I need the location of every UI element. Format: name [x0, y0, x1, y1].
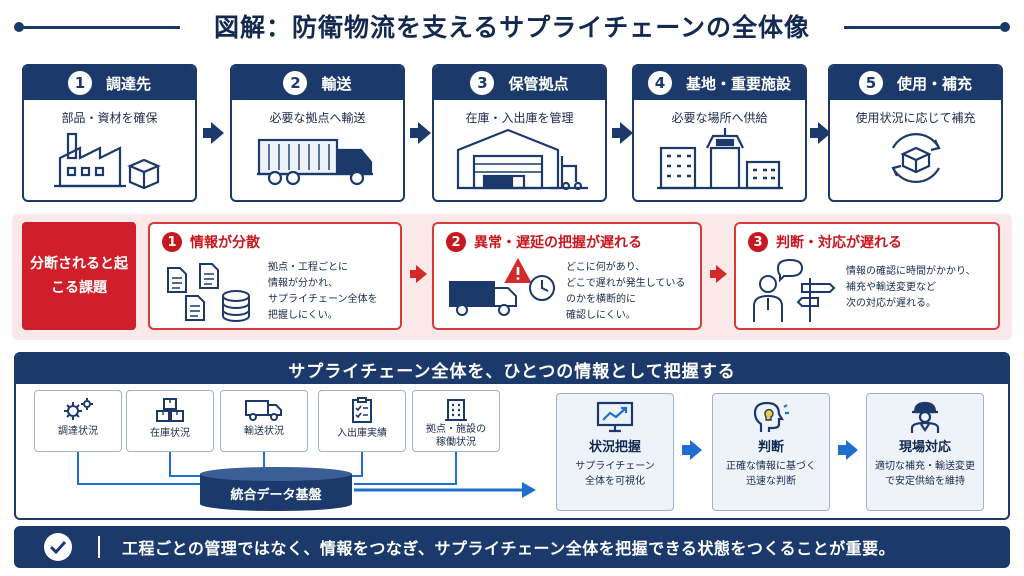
title-right-rule: [844, 26, 1004, 29]
footer-divider: [98, 536, 100, 558]
truck-icon: [232, 132, 403, 190]
flow-arrow-4: [810, 122, 831, 144]
gears-icon: [35, 397, 121, 421]
integrated-data-platform: 統合データ基盤: [198, 466, 354, 512]
step-header: 4 基地・重要施設: [634, 66, 805, 100]
source-inout-records: 入出庫実績: [318, 390, 406, 452]
outcome-text: 正確な情報に基づく 迅速な判断: [726, 461, 816, 487]
outcome-title: 判断: [757, 440, 784, 455]
issue-title: 判断・対応が遅れる: [776, 235, 902, 251]
building-icon: [413, 397, 499, 421]
issue-number: 3: [748, 232, 768, 252]
step-label: 基地・重要施設: [685, 74, 791, 93]
outcome-decision: 判断 正確な情報に基づく 迅速な判断: [712, 393, 830, 511]
issue-header: 3 判断・対応が遅れる: [748, 232, 902, 252]
factory-icon: [24, 128, 195, 190]
issue-card-delay-detection: 2 異常・遅延の把握が遅れる どこに何があり、 どこで遅れが発生している のかを…: [432, 222, 702, 330]
step-number: 4: [647, 71, 672, 95]
outcome-title: 現場対応: [898, 440, 951, 455]
step-number: 3: [470, 71, 495, 95]
step-description: 使用状況に応じて補充: [855, 111, 976, 125]
issue-description: 情報の確認に時間がかかり、 補充や輸送変更など 次の対応が遅れる。: [846, 266, 976, 309]
issue-number: 1: [162, 232, 182, 252]
source-procurement-status: 調達状況: [34, 390, 122, 452]
monitor-chart-icon: [557, 400, 673, 434]
step-label: 輸送: [321, 74, 352, 93]
issue-card-decision-delay: 3 判断・対応が遅れる 情報の確認に時間がかかり、 補充や輸送変更など 次の対応…: [734, 222, 1000, 330]
outcome-text: 適切な補充・輸送変更 で安定供給を維持: [875, 461, 975, 487]
outcome-field-response: 現場対応 適切な補充・輸送変更 で安定供給を維持: [866, 393, 984, 511]
step-card-procurement: 1 調達先 部品・資材を確保: [22, 64, 197, 202]
issue-title: 異常・遅延の把握が遅れる: [474, 235, 642, 251]
title-left-rule: [20, 26, 180, 29]
base-facility-icon: [634, 126, 805, 190]
flow-arrow-2: [410, 122, 431, 144]
issue-title: 情報が分散: [190, 235, 260, 251]
step-header: 1 調達先: [24, 66, 195, 100]
source-label: 在庫状況: [150, 428, 190, 439]
source-label: 調達状況: [58, 426, 98, 437]
issue-card-info-scattered: 1 情報が分散 拠点・工程ごとに 情報が分かれ、 サプライチェーン全体を 把握し…: [148, 222, 402, 330]
confused-person-icon: [746, 258, 838, 330]
issue-header: 1 情報が分散: [162, 232, 260, 252]
database-icon: [200, 467, 352, 511]
check-circle-icon: [44, 533, 72, 561]
step-description: 必要な場所へ供給: [671, 111, 768, 125]
issue-arrow-1: [410, 265, 427, 283]
issue-header: 2 異常・遅延の把握が遅れる: [446, 232, 642, 252]
step-number: 2: [283, 71, 308, 95]
footer-banner: 工程ごとの管理ではなく、情報をつなぎ、サプライチェーン全体を把握できる状態をつく…: [14, 526, 1010, 568]
footer-message: 工程ごとの管理ではなく、情報をつなぎ、サプライチェーン全体を把握できる状態をつく…: [122, 539, 896, 558]
page-title: 図解：防衛物流を支えるサプライチェーンの全体像: [213, 13, 810, 42]
step-card-transport: 2 輸送 必要な拠点へ輸送: [230, 64, 405, 202]
source-label: 入出庫実績: [337, 428, 387, 439]
boxes-icon: [127, 397, 213, 423]
step-header: 2 輸送: [232, 66, 403, 100]
issue-description: どこに何があり、 どこで遅れが発生している のかを横断的に 確認しにくい。: [566, 262, 686, 321]
flow-arrow-1: [203, 122, 224, 144]
title-right-dot: [1000, 22, 1010, 32]
step-description: 必要な拠点へ輸送: [269, 111, 366, 125]
step-label: 保管拠点: [508, 74, 569, 93]
issues-label: 分断されると起こる課題: [22, 222, 136, 330]
head-lightbulb-icon: [713, 400, 829, 434]
step-card-use-replenish: 5 使用・補充 使用状況に応じて補充: [828, 64, 1003, 202]
outcome-title: 状況把握: [588, 440, 641, 455]
checklist-icon: [319, 397, 405, 423]
scattered-documents-icon: [164, 262, 254, 328]
delayed-truck-icon: [446, 257, 558, 324]
step-label: 使用・補充: [896, 74, 972, 93]
outcome-situation-awareness: 状況把握 サプライチェーン 全体を可視化: [556, 393, 674, 511]
solution-heading: サプライチェーン全体を、ひとつの情報として把握する: [16, 354, 1008, 384]
truck-icon: [221, 397, 307, 421]
outcome-arrow-2: [838, 440, 858, 460]
platform-label: 統合データ基盤: [230, 488, 322, 503]
outcome-arrow-1: [682, 440, 702, 460]
title-row: 図解：防衛物流を支えるサプライチェーンの全体像: [0, 0, 1024, 52]
worker-helmet-icon: [867, 400, 983, 434]
warehouse-icon: [434, 126, 605, 190]
flow-arrow-3: [612, 122, 633, 144]
step-number: 5: [858, 71, 883, 95]
issue-number: 2: [446, 232, 466, 252]
issue-arrow-2: [710, 265, 727, 283]
step-label: 調達先: [105, 74, 151, 93]
source-inventory-status: 在庫状況: [126, 390, 214, 452]
issue-description: 拠点・工程ごとに 情報が分かれ、 サプライチェーン全体を 把握しにくい。: [268, 262, 378, 321]
outcome-text: サプライチェーン 全体を可視化: [575, 461, 655, 487]
source-label: 輸送状況: [244, 426, 284, 437]
step-header: 5 使用・補充: [830, 66, 1001, 100]
step-description: 在庫・入出庫を管理: [465, 111, 574, 125]
replenish-cycle-icon: [830, 126, 1001, 190]
step-number: 1: [67, 71, 92, 95]
step-card-base-facility: 4 基地・重要施設 必要な場所へ供給: [632, 64, 807, 202]
source-label: 拠点・施設の 稼働状況: [426, 424, 486, 448]
source-transport-status: 輸送状況: [220, 390, 308, 452]
step-header: 3 保管拠点: [434, 66, 605, 100]
step-description: 部品・資材を確保: [61, 111, 158, 125]
title-left-dot: [14, 22, 24, 32]
step-card-storage: 3 保管拠点 在庫・入出庫を管理: [432, 64, 607, 202]
source-facility-operation: 拠点・施設の 稼働状況: [412, 390, 500, 452]
